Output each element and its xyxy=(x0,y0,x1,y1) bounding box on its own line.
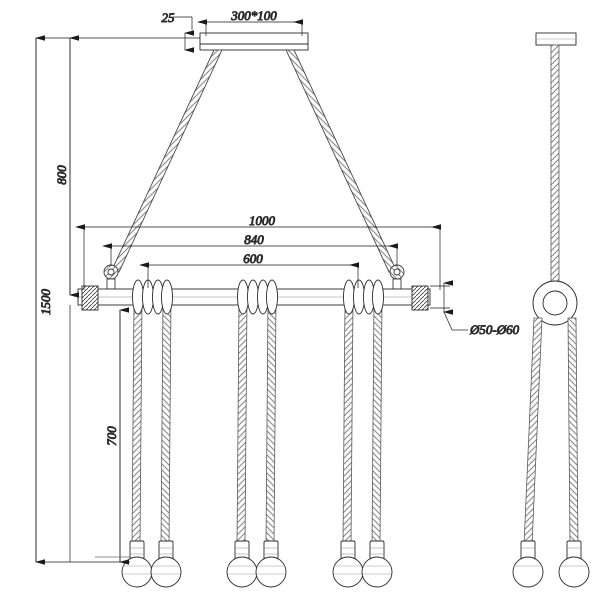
dim-label-total-height: 1500 xyxy=(38,289,53,316)
dim-label-canopy-offset: 25 xyxy=(162,10,176,25)
canopy-plate-front xyxy=(199,32,309,51)
dim-label-coil-span: 600 xyxy=(243,251,263,266)
rope-eyelet-right xyxy=(389,264,405,290)
side-view xyxy=(512,32,590,588)
bulb-2 xyxy=(150,540,182,588)
suspension-rope-left xyxy=(110,49,223,273)
dimension-layer xyxy=(35,16,468,565)
rope-coil-3 xyxy=(343,279,384,315)
rope-eyelet-left xyxy=(103,264,119,290)
dim-label-bar-diameter: Ø50-Ø60 xyxy=(469,322,520,337)
bulb-4 xyxy=(255,540,287,588)
dim-label-bulb-drop: 700 xyxy=(104,426,119,446)
dim-label-bar-mount-span: 840 xyxy=(244,232,264,247)
rope-coil-1 xyxy=(132,279,173,315)
bulb-5 xyxy=(332,540,364,588)
bulb-1 xyxy=(121,540,153,588)
rope-coil-2 xyxy=(237,279,278,315)
suspension-rope-right xyxy=(285,49,398,273)
bulb-drop-group-2 xyxy=(226,279,287,588)
bulb-drop-group-1 xyxy=(121,279,182,588)
side-bulb-2 xyxy=(558,540,590,588)
bulb-drop-group-3 xyxy=(332,279,393,588)
bulb-6 xyxy=(361,540,393,588)
side-bulb-1 xyxy=(512,540,544,588)
dim-label-bar-overall: 1000 xyxy=(249,213,276,228)
dim-label-drop-to-bar: 800 xyxy=(54,165,69,185)
dim-label-canopy-size: 300*100 xyxy=(230,8,277,23)
bulb-3 xyxy=(226,540,258,588)
